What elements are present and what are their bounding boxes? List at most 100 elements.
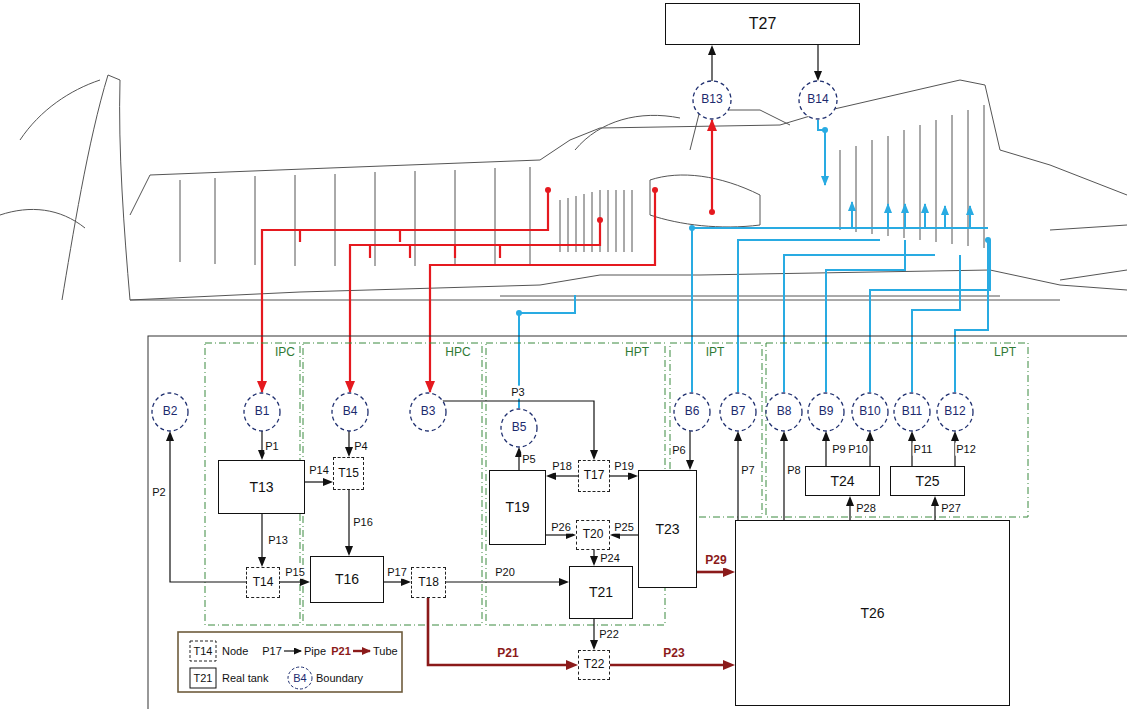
boundary-outline xyxy=(799,81,837,119)
pipe-label: P15 xyxy=(284,566,306,579)
node-label: B7 xyxy=(731,405,746,419)
legend-sample-text: B4 xyxy=(293,672,306,685)
node-box: T14 xyxy=(246,567,280,598)
compressor-blades xyxy=(180,167,530,266)
cooling-line xyxy=(955,240,988,392)
node-label: B1 xyxy=(255,405,270,419)
pipe-arrow xyxy=(280,581,305,582)
pipe-label: P28 xyxy=(855,502,877,515)
pipe-arrow xyxy=(711,50,712,81)
node-box: T18 xyxy=(411,567,446,598)
bleed-line xyxy=(262,190,548,392)
node-label: T23 xyxy=(655,521,679,537)
node-label: B11 xyxy=(902,405,922,419)
boundary-circle: B14 xyxy=(798,80,838,120)
node-label: T25 xyxy=(915,473,939,489)
legend-entry: Node xyxy=(222,645,248,658)
engine-casing xyxy=(130,80,1127,215)
cooling-line xyxy=(738,240,880,392)
pipe-arrow xyxy=(384,581,406,582)
pipe-label: P8 xyxy=(786,464,801,477)
tube-label: P23 xyxy=(662,647,685,661)
cooling-feed xyxy=(924,204,926,228)
legend-tank-sample xyxy=(190,668,216,688)
real-tank: T27 xyxy=(665,3,860,45)
pipe-label: P12 xyxy=(955,443,977,456)
pipe-label: P11 xyxy=(913,443,934,456)
node-label: T19 xyxy=(505,499,529,515)
turbine-blades xyxy=(840,105,984,248)
region-label: HPC xyxy=(445,346,470,360)
pipe-label: P10 xyxy=(847,443,869,456)
pipe-label: P9 xyxy=(831,443,846,456)
real-tank: T26 xyxy=(735,520,1010,706)
boundary-outline xyxy=(720,393,756,431)
boundary-outline xyxy=(152,393,188,431)
pipe-label: P20 xyxy=(494,566,516,579)
pipe-label: P5 xyxy=(521,453,536,466)
bleed-line xyxy=(430,190,655,392)
cooling-feed xyxy=(887,204,889,228)
pipe-label: P26 xyxy=(550,521,572,534)
region-label: IPT xyxy=(706,346,725,360)
boundary-circle: B1 xyxy=(243,392,281,432)
node-label: B14 xyxy=(807,93,828,107)
pipe-arrow xyxy=(348,490,349,551)
pipe-label: P2 xyxy=(151,486,166,499)
node-label: T27 xyxy=(749,15,777,33)
pipe-label: P1 xyxy=(264,440,279,453)
node-label: T13 xyxy=(249,479,273,495)
pipe-arrow xyxy=(546,534,571,535)
node-box: T20 xyxy=(576,520,610,550)
tap-dot xyxy=(652,187,658,193)
boundary-circle: B5 xyxy=(500,408,538,448)
tap-dot xyxy=(597,217,603,223)
bleed-taps xyxy=(300,230,500,258)
pipe-label: P19 xyxy=(613,460,635,473)
cooling-line xyxy=(912,255,960,392)
legend-text: Tube xyxy=(373,645,398,657)
legend-sample-text: P21 xyxy=(331,645,351,658)
legend-entry: Pipe xyxy=(304,645,326,658)
node-label: T21 xyxy=(589,584,613,600)
pipe-arrow xyxy=(783,436,784,520)
boundary-circle: B2 xyxy=(151,392,189,432)
pipe-arrow xyxy=(446,581,564,582)
boundary-circle: B10 xyxy=(851,392,889,432)
fan-cowl xyxy=(0,75,130,300)
pipe-label: P18 xyxy=(551,460,573,473)
pipe-label: P4 xyxy=(353,440,368,453)
tube-arrow xyxy=(428,598,572,665)
engine-inner-casing xyxy=(130,270,1127,300)
pipe-label: P16 xyxy=(352,516,374,529)
region-label: HPT xyxy=(625,346,649,360)
legend-text: Real tank xyxy=(222,672,268,684)
pipe-label: P17 xyxy=(386,566,408,579)
region-label: IPC xyxy=(275,346,295,360)
hp-compressor-blades xyxy=(560,190,632,252)
tap-dot xyxy=(709,209,715,215)
real-tank: T19 xyxy=(489,470,546,545)
tube-label: P29 xyxy=(704,554,727,568)
node-label: B12 xyxy=(944,405,965,419)
node-label: T14 xyxy=(253,576,274,590)
region-label: LPT xyxy=(994,346,1016,360)
pipe-arrow xyxy=(348,431,349,452)
node-label: B10 xyxy=(859,405,880,419)
node-label: T26 xyxy=(860,605,884,621)
tube-arrow xyxy=(610,664,729,667)
region-outline xyxy=(766,343,1028,517)
pipe-label: P7 xyxy=(740,464,755,477)
node-label: B2 xyxy=(163,405,178,419)
cooling-feed xyxy=(851,202,853,228)
node-label: T15 xyxy=(338,467,359,481)
legend-node-sample xyxy=(190,641,216,661)
legend-boundary-sample xyxy=(288,667,312,689)
tap-dot xyxy=(545,187,551,193)
boundary-outline xyxy=(808,393,844,431)
tap-dot xyxy=(516,310,522,316)
node-label: T22 xyxy=(584,658,605,672)
cooling-line xyxy=(692,228,988,392)
pipe-arrow xyxy=(817,45,818,76)
